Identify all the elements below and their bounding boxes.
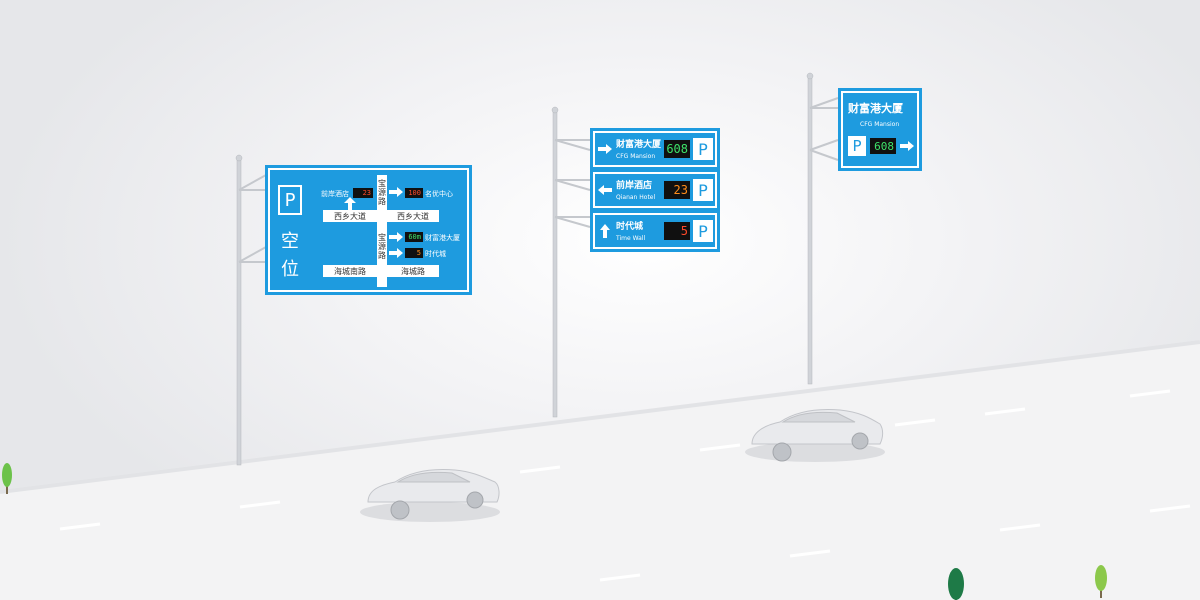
vertical-road bbox=[377, 175, 387, 287]
right-dest-3-led: 5 bbox=[405, 248, 423, 258]
tower-sign-sub: CFG Mansion bbox=[860, 121, 900, 128]
panel-row-2-led: 23 bbox=[664, 181, 690, 199]
road-edge bbox=[0, 340, 1200, 494]
right-dest-2-led: 60m bbox=[405, 232, 423, 242]
sign-pole-left bbox=[235, 154, 267, 466]
sign-pole-right bbox=[806, 72, 839, 385]
road-surface bbox=[0, 340, 1200, 600]
arrow-right-icon bbox=[389, 232, 403, 242]
car-left bbox=[360, 469, 500, 522]
tower-sign-title: 财富港大厦 bbox=[848, 102, 903, 115]
vacancy-char-2: 位 bbox=[281, 259, 300, 280]
right-dest-3-name: 时代城 bbox=[425, 250, 446, 258]
panel-row-3 bbox=[593, 213, 717, 249]
panel-row-1-led: 608 bbox=[664, 140, 690, 158]
parking-tower-sign: 财富港大厦 CFG Mansion P 608 bbox=[838, 88, 922, 171]
panel-row-3-led: 5 bbox=[664, 222, 690, 240]
panel-row-3-parking: P bbox=[693, 220, 713, 242]
panel-row-3-sub: Time Wall bbox=[616, 235, 646, 242]
car-right bbox=[745, 409, 885, 462]
road-2-right: 海城路 bbox=[387, 265, 439, 277]
arrow-right-icon bbox=[389, 187, 403, 197]
arrow-right-icon bbox=[389, 248, 403, 258]
tower-sign-parking: P bbox=[848, 136, 866, 156]
tree-dark bbox=[948, 568, 964, 600]
arrow-right-icon bbox=[900, 141, 914, 151]
right-dest-1-name: 名优中心 bbox=[425, 190, 453, 198]
panel-row-2-parking: P bbox=[693, 179, 713, 201]
right-dest-1-led: 100 bbox=[405, 188, 423, 198]
lane-markings-upper bbox=[59, 389, 1171, 531]
panel-row-2 bbox=[593, 172, 717, 208]
vacancy-char-1: 空 bbox=[281, 231, 300, 252]
road-1-right: 西乡大道 bbox=[387, 210, 439, 222]
tower-sign-led: 608 bbox=[870, 138, 896, 154]
panel-row-3-title: 时代城 bbox=[616, 222, 644, 232]
left-dest-led: 23 bbox=[353, 188, 373, 198]
road-2-left: 海城南路 bbox=[323, 265, 377, 277]
arrow-up-icon bbox=[600, 224, 610, 238]
road-1-left: 西乡大道 bbox=[323, 210, 377, 222]
top-road-label: 宝源路 bbox=[378, 179, 386, 206]
arrow-left-icon bbox=[598, 185, 612, 195]
parking-symbol: P bbox=[278, 185, 302, 215]
tree-left bbox=[2, 463, 12, 494]
panel-row-1-parking: P bbox=[693, 138, 713, 160]
sign-border bbox=[268, 168, 469, 292]
panel-row-2-title: 前岸酒店 bbox=[616, 181, 653, 191]
tree-right bbox=[1095, 565, 1107, 598]
panel-row-1-title: 财富港大厦 bbox=[616, 140, 662, 150]
sign-pole-middle bbox=[551, 106, 591, 418]
right-dest-2-name: 财富港大厦 bbox=[425, 234, 460, 242]
panel-row-2-sub: Qianan Hotel bbox=[616, 194, 656, 201]
mid-road-label: 宝源路 bbox=[378, 233, 386, 260]
panel-row-1 bbox=[593, 131, 717, 167]
parking-guide-sign: P 空 位 宝源路 宝源路 西乡大道 西乡大道 海城南路 海城路 前岸酒店 23… bbox=[265, 165, 472, 295]
tower-sign-border bbox=[841, 91, 919, 168]
left-dest-name: 前岸酒店 bbox=[321, 190, 349, 198]
parking-panel-sign: 财富港大厦 CFG Mansion 608 P 前岸酒店 Qianan Hote… bbox=[590, 128, 720, 252]
lane-markings-lower bbox=[599, 504, 1191, 582]
arrow-right-icon bbox=[598, 144, 612, 154]
panel-row-1-sub: CFG Mansion bbox=[616, 153, 656, 160]
arrow-up-icon bbox=[344, 197, 356, 211]
